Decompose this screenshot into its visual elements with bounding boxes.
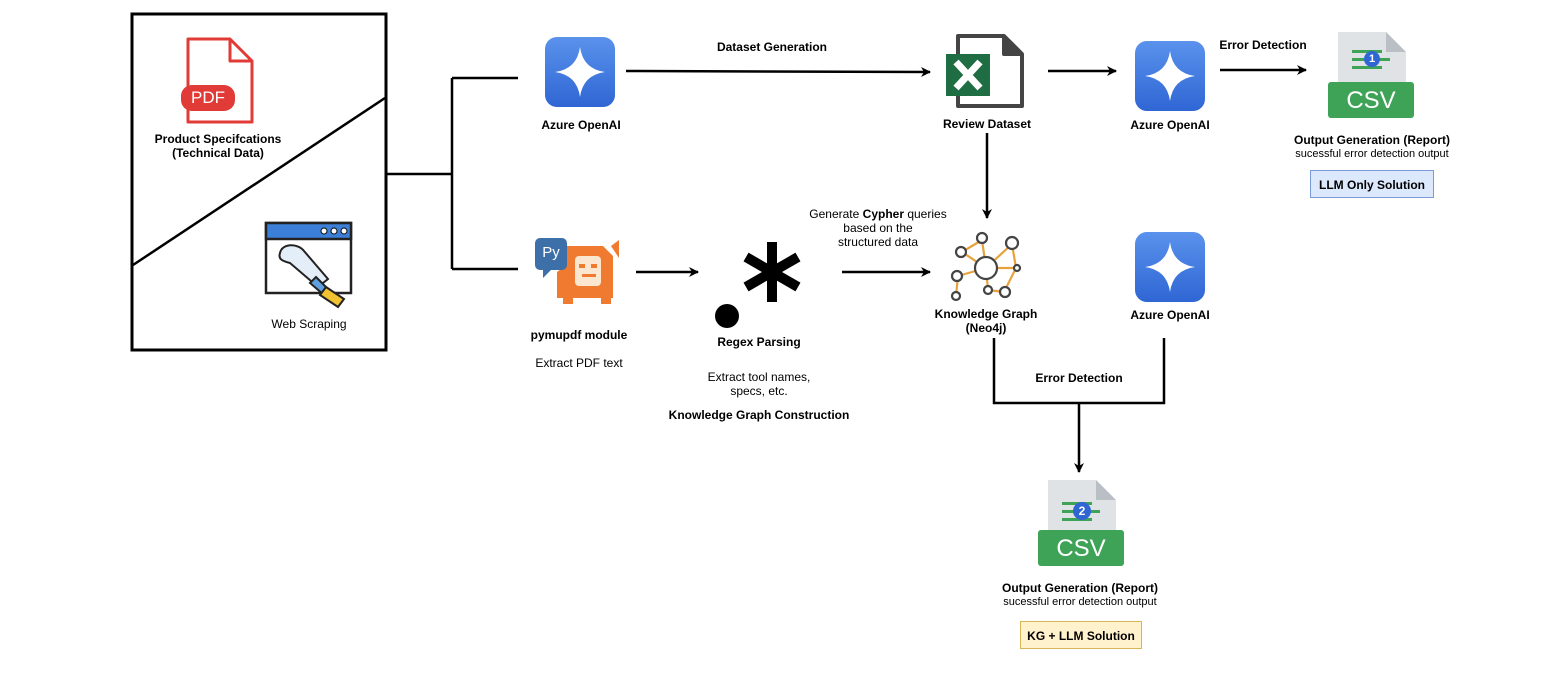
error-detection-label-1: Error Detection [1219, 38, 1307, 52]
pdf-icon: PDF [180, 36, 256, 126]
output-title-1: Output Generation (Report) [1294, 133, 1450, 147]
cypher-bold: Cypher [862, 207, 904, 221]
kg-line2: (Neo4j) [965, 321, 1007, 335]
kg-llm-solution-tag: KG + LLM Solution [1020, 621, 1142, 649]
azure-openai-icon-1 [545, 37, 615, 107]
output-generation-1: Output Generation (Report) sucessful err… [1274, 133, 1470, 161]
cypher-post: queries [904, 207, 947, 221]
extract-pdf-label: Extract PDF text [535, 356, 623, 370]
csv-badge-text-2: CSV [1056, 535, 1106, 562]
excel-icon [944, 32, 1026, 110]
kg-line1: Knowledge Graph [934, 307, 1038, 321]
web-scraping-icon [264, 221, 354, 309]
knowledge-graph-icon [946, 230, 1026, 302]
azure-openai-label-3: Azure OpenAI [1130, 308, 1210, 322]
kg-construction-label: Knowledge Graph Construction [668, 408, 850, 422]
csv-number-badge-2: 2 [1078, 504, 1086, 518]
pymupdf-icon: Py [535, 238, 623, 306]
product-specs-line1: Product Specifcations [154, 132, 282, 146]
cypher-queries-label: Generate Cypher queries based on the str… [800, 207, 956, 249]
cypher-line2: based on the [843, 221, 913, 235]
pdf-badge-text: PDF [191, 88, 225, 107]
regex-parsing-label: Regex Parsing [717, 335, 801, 349]
output-sub-1: sucessful error detection output [1295, 148, 1449, 160]
azure-openai-label-1: Azure OpenAI [541, 118, 621, 132]
regex-icon [712, 242, 806, 332]
cypher-pre: Generate [809, 207, 863, 221]
output-title-2: Output Generation (Report) [1002, 581, 1158, 595]
azure-openai-icon-2 [1135, 41, 1205, 111]
dataset-generation-label: Dataset Generation [716, 40, 828, 54]
arrow-dataset-generation [625, 66, 931, 77]
output-sub-2: sucessful error detection output [1003, 596, 1157, 608]
knowledge-graph-label: Knowledge Graph (Neo4j) [924, 307, 1048, 335]
llm-only-solution-tag: LLM Only Solution [1310, 170, 1434, 198]
output-generation-2: Output Generation (Report) sucessful err… [982, 581, 1178, 609]
source-box [130, 12, 388, 352]
extract-tool-names-label: Extract tool names, specs, etc. [690, 370, 828, 398]
review-dataset-label: Review Dataset [942, 117, 1032, 131]
csv-badge-text-1: CSV [1346, 87, 1396, 114]
cypher-line3: structured data [837, 235, 919, 249]
azure-openai-label-2: Azure OpenAI [1130, 118, 1210, 132]
cypher-line1: Generate Cypher queries [800, 207, 956, 221]
extract-line2: specs, etc. [730, 384, 788, 398]
error-detection-label-2: Error Detection [1035, 371, 1123, 385]
csv-number-badge-1: 1 [1368, 53, 1376, 65]
product-specs-line2: (Technical Data) [172, 146, 264, 160]
web-scraping-label: Web Scraping [271, 317, 347, 331]
csv-report-icon-2: 2 CSV [1038, 478, 1124, 566]
product-specs-label: Product Specifcations (Technical Data) [134, 132, 302, 160]
source-box-divider [132, 96, 386, 267]
pymupdf-label: pymupdf module [530, 328, 628, 342]
extract-line1: Extract tool names, [707, 370, 811, 384]
py-badge-text: Py [542, 244, 560, 261]
csv-report-icon-1: 1 CSV [1328, 30, 1414, 118]
azure-openai-icon-3 [1135, 232, 1205, 302]
